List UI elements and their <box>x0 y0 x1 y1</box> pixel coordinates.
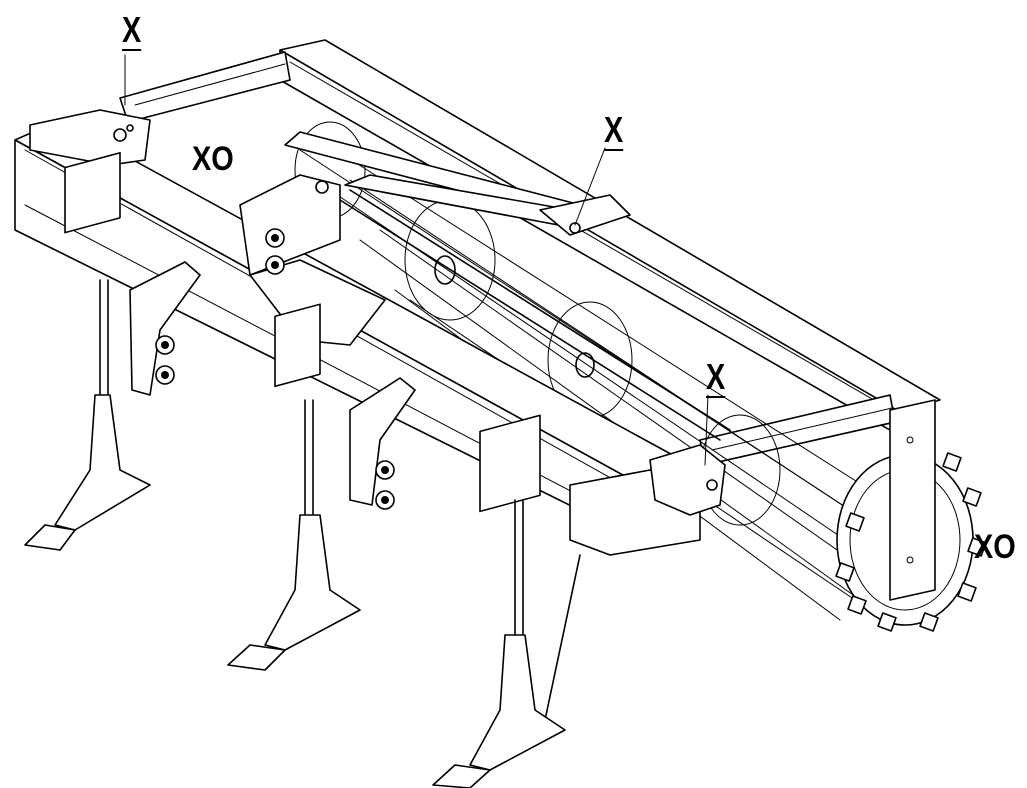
shank-2 <box>227 377 416 671</box>
headstock <box>239 174 386 346</box>
label-xo-right: XO <box>974 528 1016 566</box>
label-x-top-right: X <box>604 109 624 151</box>
rear-frame <box>119 39 941 466</box>
shank-3 <box>432 499 581 788</box>
shank-1 <box>24 261 201 551</box>
left-hitch <box>29 109 151 166</box>
label-x-top-left: X <box>122 9 142 51</box>
right-hitch <box>649 444 726 516</box>
clamps <box>64 152 541 513</box>
label-xo-left: XO <box>192 140 234 178</box>
roller-wheel <box>835 399 987 632</box>
top-link-rod <box>284 131 731 441</box>
label-x-center: X <box>706 356 726 398</box>
leader-lines <box>124 54 709 466</box>
